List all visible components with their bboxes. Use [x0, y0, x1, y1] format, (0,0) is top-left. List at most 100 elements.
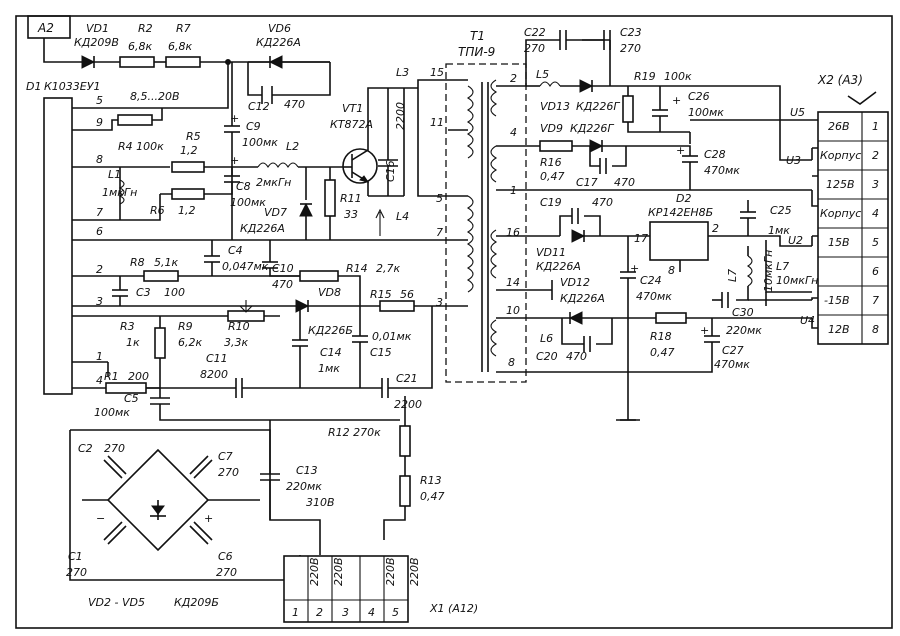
x2-row-6-num: 6 [872, 265, 879, 278]
c9-ref: C9 [246, 120, 261, 133]
c5-ref: C5 [124, 392, 139, 405]
vd1-type: КД209В [74, 36, 119, 49]
x2-row-5-num: 5 [872, 236, 879, 249]
x1-ref: X1 (A12) [429, 602, 478, 615]
r14-ref: R14 [346, 262, 368, 275]
d2-type: КР142ЕН8Б [648, 206, 713, 219]
d1-pin-6: 6 [96, 225, 103, 238]
l5-ref: L5 [536, 68, 549, 81]
frame [15, 15, 893, 629]
r8-ref: R8 [130, 256, 145, 269]
c16-l3-l4 [368, 79, 432, 236]
r12-r13 [270, 396, 411, 540]
d1-pin-8: 8 [96, 153, 103, 166]
r10-value: 3,3к [224, 336, 248, 349]
frame-label: A2 [37, 21, 54, 35]
c25-ref: C25 [770, 204, 792, 217]
x1-cell-1-label: 220В [308, 557, 321, 586]
c26-ref: C26 [688, 90, 710, 103]
vd8-type: КД226Б [308, 324, 353, 337]
c9-plus: + [230, 112, 239, 125]
vd7-ref: VD7 [264, 206, 287, 219]
u3-label: U3 [786, 154, 801, 167]
t1-pin-15: 15 [430, 66, 444, 79]
r15-ref: R15 [370, 288, 392, 301]
vt1-ref: VT1 [342, 102, 363, 115]
c11-ref: C11 [206, 352, 228, 365]
c14-ref: C14 [320, 346, 342, 359]
secondary-lower [496, 200, 812, 421]
c13-ref: C13 [296, 464, 318, 477]
d2-ref: D2 [676, 192, 691, 205]
t1-pin-11: 11 [430, 116, 444, 129]
t1-pin-14: 14 [506, 276, 520, 289]
bridge-type: КД209Б [174, 596, 219, 609]
c5-value: 100мк [94, 406, 130, 419]
l6-ref: L6 [540, 332, 553, 345]
x2-row-1-label: 26В [828, 120, 850, 133]
c9-value: 100мк [242, 136, 278, 149]
r7-ref: R7 [176, 22, 191, 35]
r13-value: 0,47 [420, 490, 445, 503]
t1-outline [445, 63, 527, 383]
d2-pin-17: 17 [634, 232, 648, 245]
x2-row-5-label: 15В [828, 236, 850, 249]
c26-value: 100мк [688, 106, 724, 119]
x1-cell-4-num: 4 [368, 606, 375, 619]
c28-value: 470мк [704, 164, 740, 177]
c220-value: 220мк [726, 324, 762, 337]
x2-ref: X2 (A3) [817, 73, 863, 87]
x2-row-8-label: 12В [828, 323, 850, 336]
r18-value: 0,47 [650, 346, 675, 359]
r16-ref: R16 [540, 156, 562, 169]
vt1-type: КТ872А [330, 118, 373, 131]
t1-pin-7: 7 [436, 226, 443, 239]
r1-c11-c5-c21 [105, 306, 433, 421]
x1-connector [283, 555, 409, 623]
c23-ref: C23 [620, 26, 642, 39]
r5-value: 1,2 [180, 144, 198, 157]
vd6-ref: VD6 [268, 22, 291, 35]
x1-cell-2-label: 220В [332, 557, 345, 586]
c9-c8-capacitors [224, 62, 240, 240]
r3-r9-r10 [72, 300, 280, 388]
x2-row-2-num: 2 [872, 149, 879, 162]
r1-value: 200 [128, 370, 149, 383]
r5-ref: R5 [186, 130, 201, 143]
d1-pin-2: 2 [96, 263, 103, 276]
l7a-value: 10мкГн [762, 250, 775, 292]
u5-label: U5 [790, 106, 805, 119]
t1-ref: T1 [470, 29, 485, 43]
vd6-type: КД226А [256, 36, 301, 49]
x1-cell-1-num: 1 [292, 606, 299, 619]
t1-pin-8: 8 [508, 356, 515, 369]
vt1-transistor [342, 87, 418, 196]
c15-ref: C15 [370, 346, 392, 359]
x1-cell-3-num: 3 [342, 606, 349, 619]
c24-plus: + [630, 262, 639, 275]
secondary-upper [496, 30, 812, 191]
r9-value: 6,2к [178, 336, 202, 349]
r16-value: 0,47 [540, 170, 565, 183]
c6-value: 270 [216, 566, 237, 579]
c26-plus: + [672, 94, 681, 107]
vd7-type: КД226А [240, 222, 285, 235]
d1-supply: 8,5...20В [130, 90, 180, 103]
c8-ref: C8 [236, 180, 251, 193]
c15-value: 0,01мк [372, 330, 412, 343]
d2-pin-8: 8 [668, 264, 675, 277]
c4-ref: C4 [228, 244, 243, 257]
x2-connector [780, 111, 889, 345]
vd9-type: КД226Г [570, 122, 614, 135]
d1-pin-wires [72, 62, 432, 389]
r8-value: 5,1к [154, 256, 178, 269]
c16-value: 2200 [394, 102, 407, 130]
c7-value: 270 [218, 466, 239, 479]
d1-pin-1: 1 [96, 350, 103, 363]
d1-pin-7: 7 [96, 206, 103, 219]
c12-ref: C12 [248, 100, 270, 113]
c27-value: 470мк [714, 358, 750, 371]
vd12-type: КД226А [560, 292, 605, 305]
l2-ref: L2 [286, 140, 299, 153]
